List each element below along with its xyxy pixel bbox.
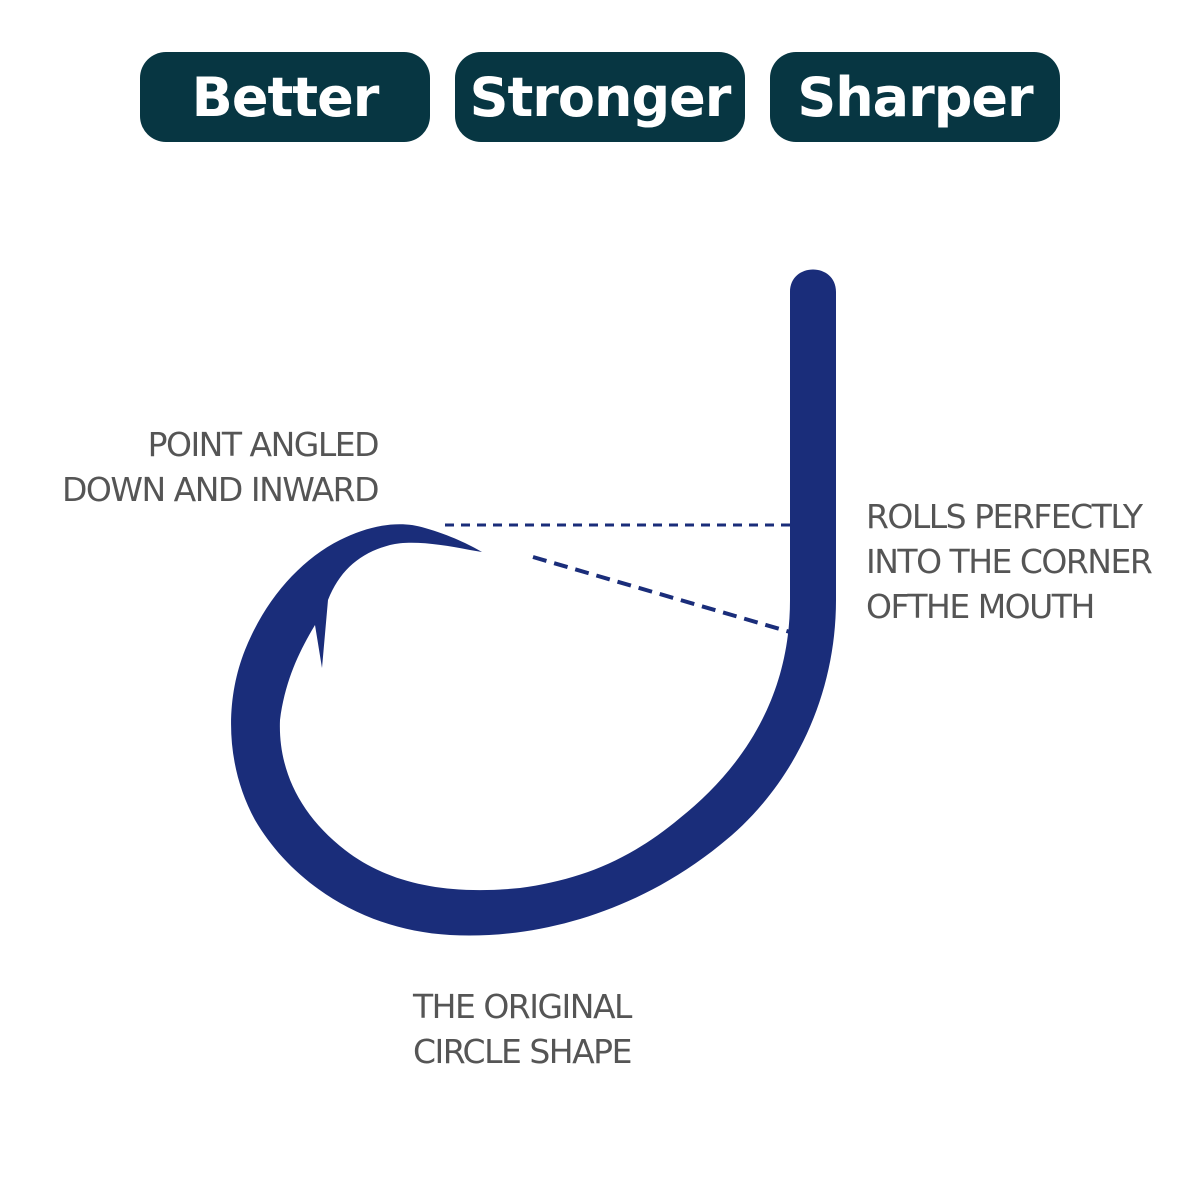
badge-stronger-label: Stronger [469, 65, 732, 129]
callout-shape: THE ORIGINAL CIRCLE SHAPE [413, 984, 632, 1074]
callout-shape-line1: THE ORIGINAL [413, 987, 632, 1026]
callout-rolls-line1: ROLLS PERFECTLY [866, 497, 1143, 536]
badge-better-label: Better [191, 65, 380, 129]
badge-sharper: Sharper [770, 52, 1060, 142]
callout-shape-line2: CIRCLE SHAPE [413, 1032, 632, 1071]
hook-body [231, 269, 837, 936]
badge-stronger: Stronger [455, 52, 745, 142]
callout-rolls-line2: INTO THE CORNER [866, 542, 1153, 581]
badge-sharper-label: Sharper [797, 65, 1033, 129]
callout-point: POINT ANGLED DOWN AND INWARD [61, 422, 380, 512]
badge-better: Better [140, 52, 430, 142]
callout-point-line1: POINT ANGLED [147, 425, 380, 464]
callout-point-line2: DOWN AND INWARD [61, 470, 380, 509]
callout-rolls-line3: OFTHE MOUTH [866, 587, 1095, 626]
callout-rolls: ROLLS PERFECTLY INTO THE CORNER OFTHE MO… [866, 494, 1153, 629]
dashed-line-angle [532, 555, 791, 634]
